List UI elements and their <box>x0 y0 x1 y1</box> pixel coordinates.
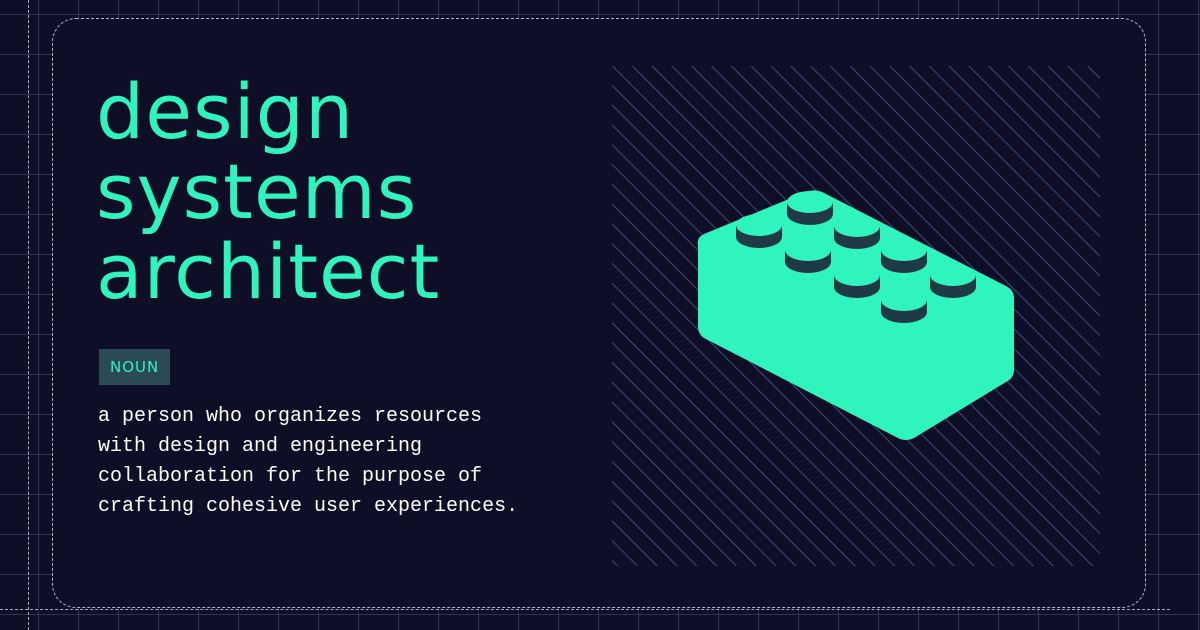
definition-line-2: with design and engineering <box>98 435 423 458</box>
brick-stud <box>834 215 880 249</box>
title-line-design: design <box>96 67 355 156</box>
definition-line-3: collaboration for the purpose of <box>98 465 483 488</box>
brick-stud <box>930 264 976 298</box>
brick-stud <box>881 289 927 323</box>
brick-stud <box>787 191 833 225</box>
brick-stud <box>834 264 880 298</box>
brick-stud <box>785 239 831 273</box>
page-title: design systems architect <box>96 72 440 312</box>
definition-text: a person who organizes resources with de… <box>98 402 598 522</box>
brick-stud <box>736 214 782 248</box>
title-line-systems: systems <box>96 147 418 236</box>
lego-brick-icon <box>697 190 1014 440</box>
dashed-guide-vertical <box>28 0 29 630</box>
brick-body <box>697 190 1014 440</box>
dashed-guide-horizontal <box>0 609 1170 610</box>
definition-line-1: a person who organizes resources <box>98 405 483 428</box>
definition-line-4: crafting cohesive user experiences. <box>98 495 519 518</box>
brick-stud <box>881 239 927 273</box>
title-line-architect: architect <box>96 227 441 316</box>
brick-illustration <box>612 66 1100 566</box>
part-of-speech-badge: NOUN <box>99 349 171 385</box>
